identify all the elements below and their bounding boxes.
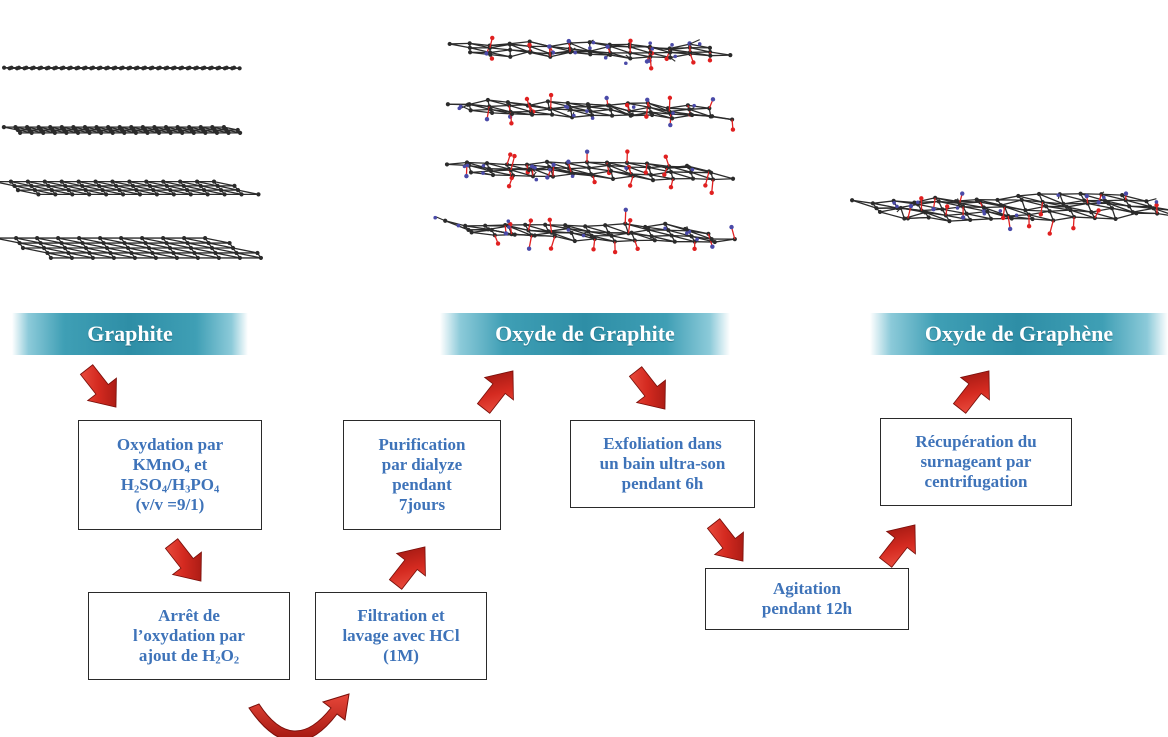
filtration-step-line-2: lavage avec HCl <box>342 626 460 645</box>
graphite-oxide-stage-banner: Oxyde de Graphite <box>440 313 730 355</box>
oxidation-step-line-1: Oxydation par <box>116 435 224 454</box>
stop-step-line-3: ajout de H2O2 <box>138 646 240 667</box>
arrow-purification-to-graphite-oxide <box>468 359 528 421</box>
graphite-stage-label: Graphite <box>87 321 173 346</box>
filtration-step-line-1: Filtration et <box>357 606 445 625</box>
oxidation-step-line-2: KMnO4 et <box>132 455 208 476</box>
oxidation-step-line-3: H2SO4/H3PO4 <box>120 475 220 496</box>
oxidation-step-line-4: (v/v =9/1) <box>135 495 205 514</box>
agitation-step-line-1: Agitation <box>772 579 841 598</box>
graphene-oxide-structure-image <box>850 191 1168 236</box>
graphite-structure-image <box>0 65 263 261</box>
exfoliation-step-line-2: un bain ultra-son <box>599 454 726 473</box>
graphene-oxide-stage-label: Oxyde de Graphène <box>924 321 1114 346</box>
graphene-oxide-stage-banner: Oxyde de Graphène <box>870 313 1168 355</box>
arrow-recovery-to-graphene-oxide <box>944 359 1004 421</box>
purification-step-line-1: Purification <box>378 435 466 454</box>
arrow-graphite-to-oxidation <box>71 357 131 419</box>
arrow-filtration-to-purification <box>380 535 440 597</box>
recovery-step-line-1: Récupération du <box>915 432 1037 451</box>
purification-step-line-3: pendant <box>392 475 452 494</box>
agitation-step-box: Agitation pendant 12h <box>705 568 909 630</box>
stop-oxidation-step-box: Arrêt de l’oxydation par ajout de H2O2 <box>88 592 290 680</box>
purification-step-box: Purification par dialyze pendant 7jours <box>343 420 501 530</box>
filtration-step-box: Filtration et lavage avec HCl (1M) <box>315 592 487 680</box>
purification-step-line-2: par dialyze <box>381 455 463 474</box>
stop-step-line-2: l’oxydation par <box>133 626 245 645</box>
graphite-oxide-stage-label: Oxyde de Graphite <box>495 321 675 346</box>
arrow-agitation-to-recovery <box>870 513 930 575</box>
arrow-graphite-oxide-to-exfoliation <box>620 359 680 421</box>
exfoliation-step-line-1: Exfoliation dans <box>603 434 722 453</box>
curved-arrow-stop-to-filtration <box>248 693 350 737</box>
agitation-step-line-2: pendant 12h <box>761 599 853 618</box>
exfoliation-step-box: Exfoliation dans un bain ultra-son penda… <box>570 420 755 508</box>
purification-step-line-4: 7jours <box>398 495 446 514</box>
recovery-step-box: Récupération du surnageant par centrifug… <box>880 418 1072 506</box>
arrow-oxidation-to-stop <box>156 531 216 593</box>
filtration-step-line-3: (1M) <box>383 646 419 665</box>
recovery-step-line-3: centrifugation <box>924 472 1028 491</box>
recovery-step-line-2: surnageant par <box>920 452 1032 471</box>
exfoliation-step-line-3: pendant 6h <box>621 474 704 493</box>
stop-step-line-1: Arrêt de <box>158 606 220 625</box>
oxidation-step-box: Oxydation par KMnO4 et H2SO4/H3PO4 (v/v … <box>78 420 262 530</box>
graphite-oxide-structure-image <box>433 35 737 255</box>
graphite-stage-banner: Graphite <box>12 313 248 355</box>
arrow-exfoliation-to-agitation <box>698 511 758 573</box>
